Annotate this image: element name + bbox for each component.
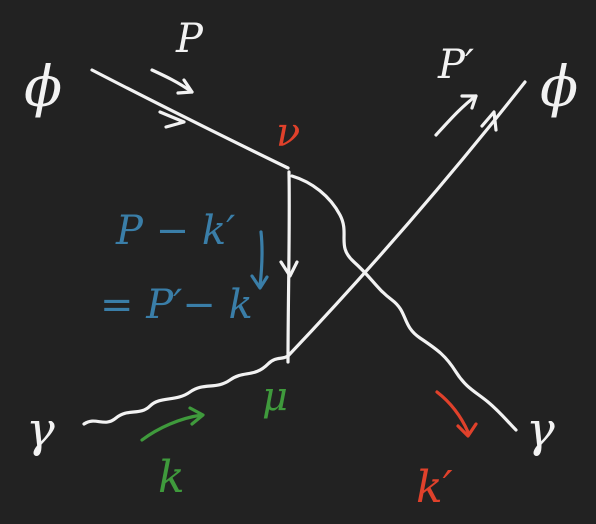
p-prime-label: P′ (437, 42, 474, 88)
mu-vertex-label: μ (262, 374, 288, 420)
propagator-momentum-top-label: P − k′ (115, 208, 235, 254)
k-prime-momentum-arrowhead (456, 422, 478, 438)
k-prime-momentum-arrow (435, 390, 470, 434)
gamma-out-label: γ (526, 402, 555, 458)
k-label: k (158, 452, 185, 503)
phi-outgoing-line (286, 80, 527, 358)
phi-outgoing-arrowhead (480, 110, 498, 132)
nu-vertex-label: ν (276, 110, 300, 156)
p-prime-momentum-arrowhead (460, 94, 478, 110)
k-momentum-arrow (140, 413, 204, 442)
p-label: P (175, 16, 204, 62)
phi-in-label: ϕ (24, 55, 62, 120)
phi-incoming-arrowhead (158, 110, 186, 129)
propagator-momentum-bottom-label: = P′− k (100, 282, 253, 328)
k-momentum-arrowhead (188, 406, 205, 426)
p-momentum-arrowhead (176, 78, 194, 95)
photon-outgoing-line (290, 174, 518, 432)
phi-incoming-line (90, 68, 290, 170)
propagator-momentum-arrow (258, 230, 264, 288)
photon-incoming-line (82, 354, 290, 426)
phi-out-label: ϕ (540, 55, 578, 120)
propagator-momentum-arrowhead (250, 274, 269, 290)
internal-propagator-line (286, 170, 291, 364)
p-prime-momentum-arrow (434, 94, 478, 137)
k-prime-label: k′ (416, 462, 453, 513)
gamma-in-label: γ (26, 402, 55, 458)
internal-propagator-arrowhead (279, 260, 299, 278)
